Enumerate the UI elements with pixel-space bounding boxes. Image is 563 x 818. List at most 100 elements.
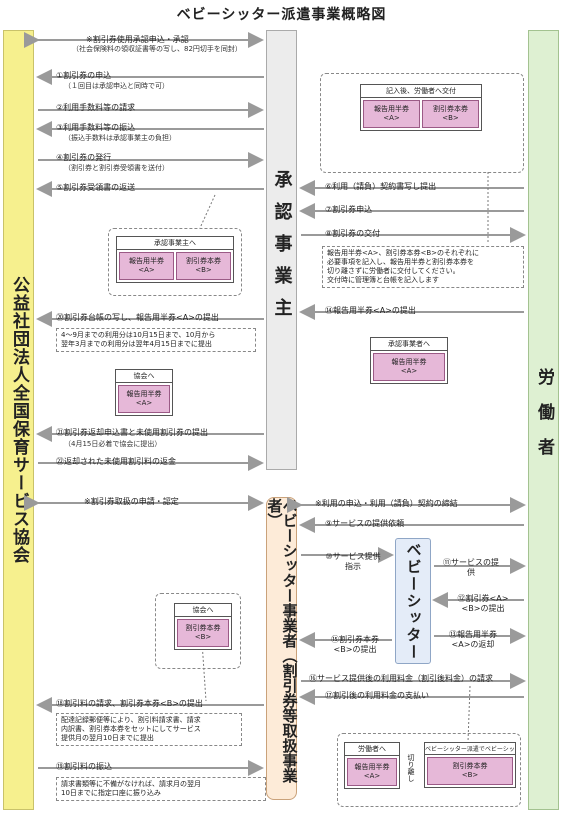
employer-column: 承認事業主	[266, 30, 297, 470]
report-stub-ticket: 報告用半券<A>	[119, 252, 174, 280]
cut-group-frame	[337, 733, 521, 807]
doc-group-assoc1: 協会へ 報告用半券<A>	[115, 369, 173, 416]
doc-group-employer: 承認事業主へ 報告用半券<A> 割引券本券<B>	[116, 236, 234, 283]
association-label: 公益社団法人全国保育サービス協会	[9, 276, 29, 564]
callout-line-18	[199, 611, 207, 702]
note-20-line: 翌年3月までの利用分は翌年4月15日までに提出	[61, 340, 212, 348]
flow-8-label: ⑧割引券の交付	[325, 229, 381, 238]
ticket-line: <A>	[383, 114, 400, 122]
flow-21-sub: （4月15日必着で協会に提出）	[64, 440, 162, 448]
flow-13-label: ⑬報告用半券<A>の返却	[449, 630, 497, 649]
flow-cert-label: ※割引券取扱の申請・認定	[84, 497, 179, 506]
sitter-label: ベビーシッター	[404, 541, 423, 661]
ticket-line: <A>	[138, 266, 155, 274]
ticket-line: <A>	[135, 399, 153, 407]
note-18-line: 配達記録郵便等により、割引料請求書、請求	[61, 716, 201, 724]
flow-12-label: ⑫割引券<A><B>の提出	[457, 594, 509, 613]
flow-approval-sub: （社会保険料の領収証書等の写し、82円切手を同封）	[72, 45, 242, 53]
note-8-line: 交付時に管理簿と台帳を記入します	[327, 276, 439, 284]
flow-14-label: ⑭報告用半券<A>の提出	[325, 306, 416, 315]
note-19-line: 請求書類等に不備がなければ、請求月の翌月	[61, 780, 201, 788]
doc-group-head: ベビーシッター派遣でベビーシッター事業者へ	[425, 743, 515, 755]
doc-group-head: 協会へ	[116, 370, 172, 383]
callout-line-4	[199, 194, 216, 229]
flow-3-label: ③利用手数料等の振込	[56, 123, 136, 132]
note-18: 配達記録郵便等により、割引料請求書、請求 内訳書、割引券本券をセットにしてサービ…	[56, 713, 242, 746]
note-8-line: 切り離さずに労働者に交付してください。	[327, 267, 460, 275]
discount-ticket: 割引券本券<B>	[176, 252, 231, 280]
note-8-line: 報告用半券<A>、割引券本券<B>のそれぞれに	[327, 249, 480, 257]
flow-20-label: ⑳割引券台帳の写し、報告用半券<A>の提出	[56, 313, 219, 322]
provider-column: ベビーシッター事業者（割引券等取扱事業者）	[265, 497, 299, 800]
provider-label: ベビーシッター事業者（割引券等取扱事業者）	[265, 498, 299, 783]
ticket-line: 割引券本券	[452, 762, 488, 770]
doc-group-head: 承認事業者へ	[371, 338, 447, 351]
flow-6-label: ⑥利用（請負）契約書写し提出	[325, 182, 437, 191]
flow-4-sub: （割引券と割引券受領書を送付）	[64, 164, 169, 172]
flow-7-label: ⑦割引券申込	[325, 205, 373, 214]
report-stub-ticket: 報告用半券<A>	[347, 758, 397, 786]
flow-3-sub: （振込手数料は承認事業主の負担）	[64, 134, 176, 142]
flow-contract-label: ※利用の申込・利用（請負）契約の締結	[315, 499, 458, 508]
ticket-line: 報告用半券	[354, 763, 390, 771]
ticket-line: <A>	[363, 772, 381, 780]
note-8-line: 必要事項を記入し、報告用半券と割引券本券を	[327, 258, 474, 266]
flow-18-label: ⑱割引料の請求、割引券本券<B>の提出	[56, 699, 203, 708]
note-20-line: 4～9月までの利用分は10月15日まで、10月から	[61, 331, 216, 339]
ticket-line: <A>	[400, 367, 418, 375]
doc-group-worker: 労働者へ 報告用半券<A>	[344, 742, 400, 789]
discount-ticket: 割引券本券<B>	[177, 619, 229, 647]
flow-17-label: ⑰割引後の利用料金の支払い	[325, 691, 429, 700]
diagram-title: ベビーシッター派遣事業概略図	[176, 7, 387, 23]
doc-group-sitter-co: ベビーシッター派遣でベビーシッター事業者へ 割引券本券<B>	[424, 742, 516, 788]
flow-11-label: ⑪サービスの提供	[443, 558, 499, 577]
ticket-line: <B>	[194, 633, 212, 641]
note-19-line: 10日までに指定口座に振り込み	[61, 789, 161, 797]
ticket-line: 報告用半券	[374, 105, 409, 113]
ticket-line: <B>	[461, 771, 479, 779]
employer-group-frame	[108, 228, 242, 296]
ticket-line: <B>	[442, 114, 459, 122]
worker-label: 労働者	[534, 367, 554, 473]
flow-1-label: ①割引券の申込	[56, 71, 112, 80]
flow-5-label: ⑤割引券受領書の返送	[56, 183, 136, 192]
doc-group-head: 承認事業主へ	[117, 237, 233, 250]
note-18-line: 内訳書、割引券本券をセットにしてサービス	[61, 725, 201, 733]
sitter-box: ベビーシッター	[395, 538, 431, 664]
report-stub-ticket: 報告用半券<A>	[118, 385, 170, 413]
report-stub-ticket: 報告用半券<A>	[363, 100, 420, 128]
flow-4-label: ④割引券の発行	[56, 153, 112, 162]
ticket-line: <B>	[195, 266, 212, 274]
note-8: 報告用半券<A>、割引券本券<B>のそれぞれに 必要事項を記入し、報告用半券と割…	[322, 246, 524, 288]
report-stub-ticket: 報告用半券<A>	[373, 353, 445, 381]
discount-ticket: 割引券本券<B>	[427, 757, 513, 785]
flow-approval-label: ※割引券使用承認申込・承認	[86, 35, 189, 44]
note-19: 請求書類等に不備がなければ、請求月の翌月 10日までに指定口座に振り込み	[56, 777, 266, 801]
callout-line-16	[467, 685, 471, 743]
flow-16-label: ⑯サービス提供後の利用料金（割引後料金）の請求	[309, 674, 493, 683]
flow-9-label: ⑨サービスの提供依頼	[325, 519, 405, 528]
flow-1-sub: （１回目は承認申込と同時で可）	[64, 82, 169, 90]
ticket-line: 割引券本券	[186, 257, 221, 265]
ticket-line: 報告用半券	[129, 257, 164, 265]
ticket-line: 割引券本券	[185, 624, 221, 632]
ticket-line: 報告用半券	[126, 390, 162, 398]
flow-10-label: ⑩サービス提供指示	[325, 552, 381, 571]
discount-ticket: 割引券本券<B>	[422, 100, 479, 128]
flow-21-label: ㉑割引券返却申込書と未使用割引券の提出	[56, 428, 208, 437]
flow-19-label: ⑲割引料の振込	[56, 762, 112, 771]
doc-group-head: 記入後、労働者へ交付	[361, 85, 481, 98]
worker-column: 労働者	[528, 30, 559, 810]
employer-label: 承認事業主	[271, 170, 293, 330]
flow-2-label: ②利用手数料等の請求	[56, 103, 136, 112]
note-18-line: 提供月の翌月10日までに提出	[61, 734, 154, 742]
association-column: 公益社団法人全国保育サービス協会	[3, 30, 34, 810]
flow-15-label: ⑮割引券本券<B>の提出	[331, 635, 379, 654]
worker-fill-group-frame	[320, 73, 524, 173]
doc-group-assoc2: 協会へ 割引券本券<B>	[174, 603, 232, 650]
cut-apart-label: 切り離し	[407, 754, 415, 782]
assoc2-group-frame	[155, 593, 241, 669]
doc-group-head: 協会へ	[175, 604, 231, 617]
doc-group-to-employer: 承認事業者へ 報告用半券<A>	[370, 337, 448, 384]
